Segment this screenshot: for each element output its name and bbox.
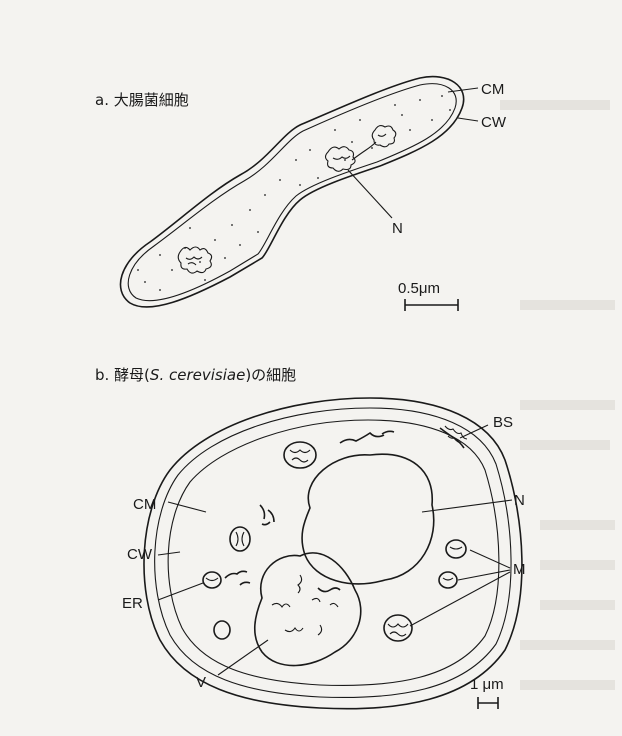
label-er: ER [122,595,143,612]
scale-label-b: 1 μm [470,676,504,693]
scale-bar-b [478,697,498,709]
mitochondrion-er [203,572,221,588]
label-cm-b: CM [133,496,156,513]
nucleus [302,454,434,584]
leader-n-a [348,170,392,218]
label-m: M [513,561,526,578]
leader-cw-a [458,118,478,121]
mitochondrion-3 [446,540,466,558]
cell-membrane [168,420,499,685]
scale-label-a: 0.5μm [398,280,440,297]
nucleoid-2 [326,147,356,172]
show-through-text [500,100,615,690]
label-cm-a: CM [481,81,504,98]
panel-a-title: a. 大腸菌細胞 [95,91,189,109]
label-cw-b: CW [127,546,153,563]
leader-m-2 [458,570,510,580]
label-n-b: N [514,492,525,509]
mitochondrion-6 [214,621,230,639]
label-v: V [196,674,206,691]
panel-b-title-suffix: )の細胞 [245,366,296,384]
ecoli-cell [120,77,463,307]
leader-cm-a [448,88,478,92]
cytoplasm-dots [137,95,451,291]
panel-b-title: b. 酵母(S. cerevisiae)の細胞 [95,366,296,384]
leader-n-b [422,500,512,512]
vacuole [255,553,361,666]
leader-er [158,583,203,600]
panel-b-title-species: S. cerevisiae [150,366,245,384]
nucleoid-1 [178,247,211,273]
label-cw-a: CW [481,114,507,131]
mitochondrion-2 [230,527,250,551]
leader-m-1 [470,550,510,568]
mitochondrion-1 [284,442,316,468]
panel-b-title-prefix: b. 酵母( [95,366,150,384]
leader-cm-b [168,502,206,512]
yeast-cell [144,398,522,709]
label-bs: BS [493,414,513,431]
leader-v [218,640,268,675]
scale-bar-a [405,299,458,311]
mitochondrion-5 [384,615,412,641]
mitochondrion-4 [439,572,457,588]
leader-cw-b [158,552,180,555]
leader-bs [460,425,488,438]
nucleoid-3 [372,126,396,147]
dna-strand [352,142,376,160]
label-n-a: N [392,220,403,237]
